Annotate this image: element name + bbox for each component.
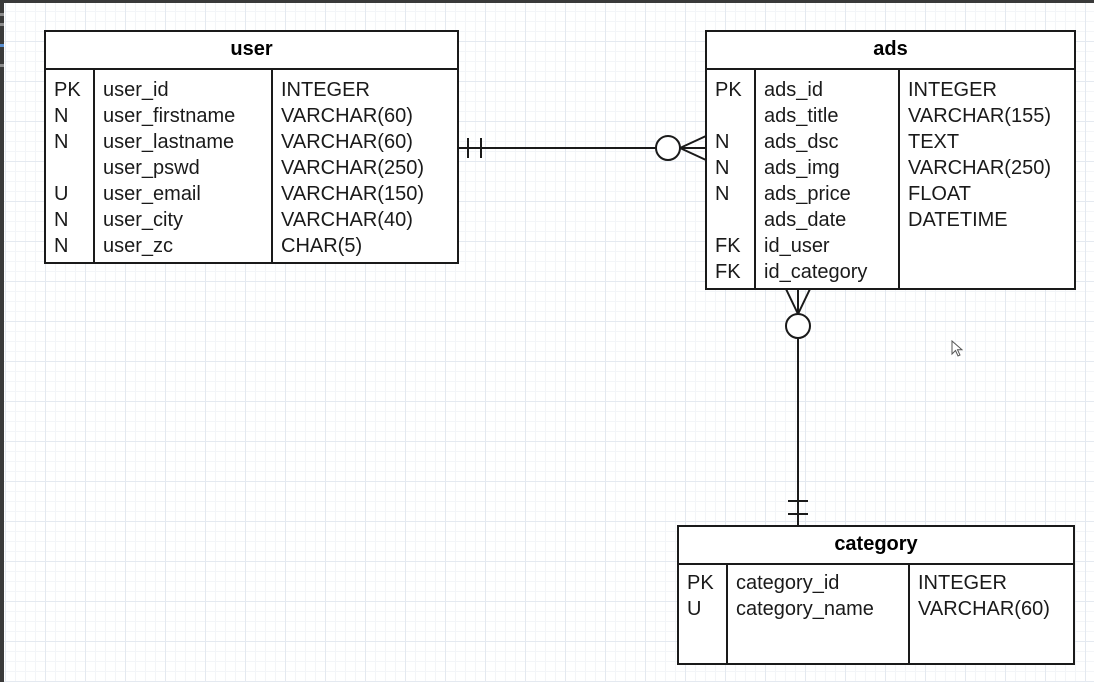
type-cell: VARCHAR(250) [281, 157, 424, 179]
key-column: PK U [679, 565, 728, 663]
key-cell: N [54, 131, 69, 153]
window-frame-top [0, 0, 1094, 3]
field-column: user_id user_firstname user_lastname use… [95, 70, 273, 262]
type-column: INTEGER VARCHAR(155) TEXT VARCHAR(250) F… [900, 70, 1074, 288]
key-cell: N [54, 235, 69, 257]
key-cell: PK [715, 79, 742, 101]
key-cell: N [715, 131, 730, 153]
type-cell: VARCHAR(40) [281, 209, 413, 231]
field-column: ads_id ads_title ads_dsc ads_img ads_pri… [756, 70, 900, 288]
relationship-category-ads[interactable] [785, 288, 811, 526]
field-cell: ads_price [764, 183, 851, 205]
type-cell: INTEGER [918, 572, 1007, 594]
type-cell: DATETIME [908, 209, 1008, 231]
field-cell: user_firstname [103, 105, 236, 127]
entity-user[interactable]: user PK N N U N N user_id user_firstname… [44, 30, 459, 264]
entity-title: user [46, 32, 457, 70]
crow-foot-mark [785, 288, 799, 315]
type-cell: VARCHAR(60) [281, 131, 413, 153]
field-cell: ads_id [764, 79, 823, 101]
key-cell: FK [715, 235, 741, 257]
field-cell: user_city [103, 209, 184, 231]
field-cell: user_id [103, 79, 169, 101]
type-cell: VARCHAR(60) [281, 105, 413, 127]
field-cell: ads_img [764, 157, 840, 179]
crow-foot-mark [679, 135, 707, 149]
key-cell: N [54, 105, 69, 127]
type-cell: VARCHAR(155) [908, 105, 1051, 127]
entity-title: category [679, 527, 1073, 565]
key-column: PK N N U N N [46, 70, 95, 262]
field-cell: ads_dsc [764, 131, 839, 153]
type-cell: INTEGER [281, 79, 370, 101]
frame-notch [0, 44, 4, 47]
type-column: INTEGER VARCHAR(60) VARCHAR(60) VARCHAR(… [273, 70, 457, 262]
key-cell: N [54, 209, 69, 231]
relationship-user-ads[interactable] [458, 135, 707, 161]
field-cell: category_name [736, 598, 874, 620]
entity-category[interactable]: category PK U category_id category_name … [677, 525, 1075, 665]
key-cell: U [54, 183, 69, 205]
field-cell: ads_title [764, 105, 839, 127]
frame-notch [0, 13, 4, 16]
type-column: INTEGER VARCHAR(60) [910, 565, 1073, 663]
type-cell: TEXT [908, 131, 960, 153]
field-cell: user_email [103, 183, 201, 205]
key-cell: U [687, 598, 702, 620]
window-frame-left [0, 0, 4, 682]
key-cell: FK [715, 261, 741, 283]
field-cell: user_pswd [103, 157, 200, 179]
crow-foot-mark [797, 288, 811, 315]
type-cell: VARCHAR(150) [281, 183, 424, 205]
crow-foot-mark [679, 147, 707, 161]
key-cell: PK [687, 572, 714, 594]
key-cell: N [715, 157, 730, 179]
field-cell: id_category [764, 261, 868, 283]
entity-ads[interactable]: ads PK N N N FK FK ads_id ads_title ads_… [705, 30, 1076, 290]
key-cell: N [715, 183, 730, 205]
zero-circle-mark [785, 313, 811, 339]
key-column: PK N N N FK FK [707, 70, 756, 288]
type-cell: FLOAT [908, 183, 971, 205]
field-cell: ads_date [764, 209, 847, 231]
frame-notch [0, 23, 4, 26]
mouse-pointer-icon [951, 340, 963, 357]
field-column: category_id category_name [728, 565, 910, 663]
field-cell: user_zc [103, 235, 174, 257]
type-cell: CHAR(5) [281, 235, 363, 257]
type-cell: INTEGER [908, 79, 997, 101]
type-cell: VARCHAR(250) [908, 157, 1051, 179]
zero-circle-mark [655, 135, 681, 161]
field-cell: user_lastname [103, 131, 235, 153]
field-cell: id_user [764, 235, 830, 257]
key-cell: PK [54, 79, 81, 101]
frame-notch [0, 64, 4, 67]
entity-title: ads [707, 32, 1074, 70]
field-cell: category_id [736, 572, 840, 594]
type-cell: VARCHAR(60) [918, 598, 1050, 620]
